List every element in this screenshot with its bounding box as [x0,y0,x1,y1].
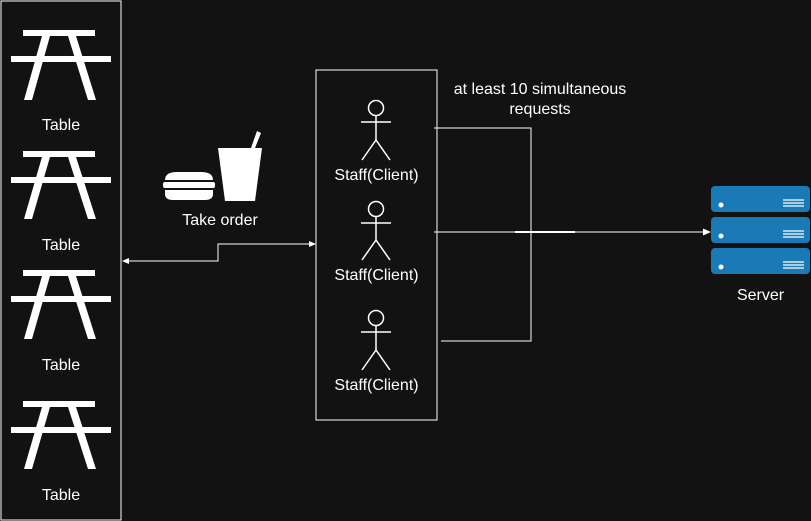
picnic-table-icon [11,401,111,469]
table-label: Table [41,357,81,374]
table-label: Table [41,487,81,504]
stick-figure-icon [361,99,391,161]
requests-note-line1: at least 10 simultaneous [453,81,627,98]
picnic-table-icon [11,30,111,100]
staff-label: Staff(Client) [334,267,419,284]
picnic-table-icon [11,151,111,219]
order-connector [122,241,316,264]
server-label: Server [736,287,785,304]
take-order-label: Take order [182,212,258,229]
table-label: Table [41,117,81,134]
stick-figure-icon [361,200,391,261]
burger-icon [163,172,215,200]
stick-figure-icon [361,309,391,371]
staff-label: Staff(Client) [334,377,419,394]
request-connectors [434,127,711,342]
server-rack-icon [711,186,810,274]
tables-container [0,0,122,521]
requests-note-line2: requests [509,101,571,118]
picnic-table-icon [11,270,111,339]
staff-label: Staff(Client) [334,167,419,184]
table-label: Table [41,237,81,254]
drink-cup-icon [218,131,262,201]
staff-container [315,69,438,421]
